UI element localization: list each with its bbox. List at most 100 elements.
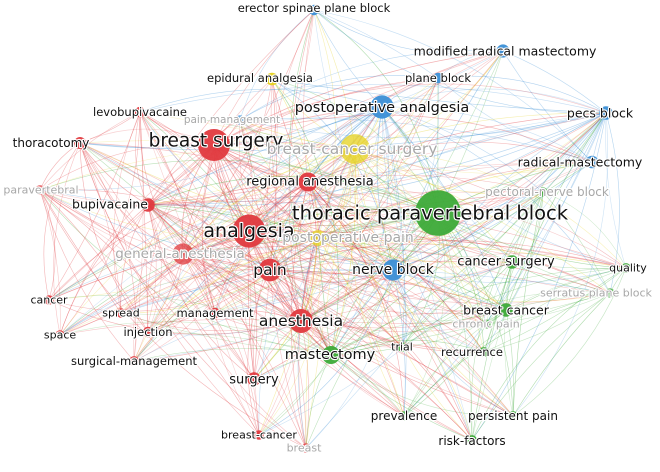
node-spread[interactable] [116,308,126,318]
network-link [133,181,309,362]
node-mastectomy[interactable] [322,346,340,364]
network-link [300,148,356,322]
network-link [39,189,122,314]
network-link [269,243,611,294]
network-link [483,261,513,353]
node-breast[interactable] [301,443,311,453]
node-space[interactable] [55,330,65,340]
node-plane-block[interactable] [432,72,444,84]
network-link [247,269,271,436]
node-breast-surgery[interactable] [198,129,230,161]
network-link [182,253,514,417]
network-link [401,261,513,348]
node-trial[interactable] [397,342,407,352]
network-link [147,269,271,333]
network-link [483,191,544,353]
network-link [182,253,332,356]
network-link [403,261,513,417]
network-link [300,77,439,322]
node-radical-mastectomy[interactable] [585,155,599,169]
network-link [258,237,321,436]
network-link [300,106,383,322]
network-link [182,9,315,255]
node-epidural-analgesia[interactable] [265,72,279,86]
node-pain[interactable] [258,258,282,282]
network-nodes [35,4,631,453]
node-nerve-block[interactable] [382,259,404,281]
network-link [139,111,271,271]
node-quality[interactable] [621,263,631,273]
node-bupivacaine[interactable] [141,198,155,212]
network-link [471,267,627,441]
network-link [147,237,319,333]
node-label-persistent-pain: persistent pain [468,409,558,423]
node-levobupivacaine[interactable] [134,106,146,118]
network-link [403,191,544,417]
node-regional-anesthesia[interactable] [298,172,318,192]
network-link [392,77,440,271]
network-link [213,144,394,271]
network-link [213,144,405,417]
network-link [502,50,593,163]
network-link [269,269,307,449]
node-thoracotomy[interactable] [74,137,86,149]
node-surgical-management[interactable] [129,356,139,366]
network-link [313,9,439,79]
node-pain-management[interactable] [235,115,245,125]
network-link [39,159,439,214]
node-persistent-pain[interactable] [508,411,518,421]
node-general-anesthesia[interactable] [172,243,194,265]
node-modified-radical-mastectomy[interactable] [496,44,510,58]
node-management[interactable] [209,307,221,319]
network-link [471,309,507,441]
network-link [147,204,403,348]
network-link [258,269,394,436]
network-link [239,75,439,121]
network-link [39,189,61,336]
node-cancer-surgery[interactable] [505,255,519,269]
network-link [213,50,504,146]
network-link [39,189,135,362]
network-link [330,320,487,356]
network-link [403,267,627,417]
node-thoracic-paravertebral-block[interactable] [415,190,461,236]
node-paravertebral[interactable] [35,185,45,195]
network-link [300,181,317,322]
network-link [300,320,405,417]
network-link [239,119,319,239]
node-chronic-pain[interactable] [481,319,491,329]
network-link [48,148,356,301]
network-link [133,144,215,362]
node-breast-cancer-surgery[interactable] [340,134,370,164]
node-risk-factors[interactable] [467,435,477,445]
network-link [376,106,394,271]
node-pectoral-nerve-block[interactable] [538,187,548,197]
node-anesthesia[interactable] [289,309,313,333]
node-recurrence[interactable] [479,347,489,357]
network-link [248,230,627,269]
node-postoperative-analgesia[interactable] [370,95,394,119]
network-link [403,212,446,417]
node-postoperative-pain[interactable] [310,230,326,246]
network-link [317,237,487,325]
node-pecs-block[interactable] [599,106,613,120]
network-link [392,269,611,294]
node-serratus-plane-block[interactable] [605,288,615,298]
node-label-epidural-analgesia: epidural analgesia [207,71,313,85]
network-link [307,181,611,294]
node-analgesia[interactable] [232,214,266,248]
node-prevalence[interactable] [399,411,409,421]
node-breast-cancer[interactable] [499,303,513,317]
node-label-breast: breast [287,442,323,455]
network-link [213,144,310,449]
node-erector-spinae-plane-block[interactable] [308,4,320,16]
node-breast-cancer-2[interactable] [254,430,264,440]
node-cancer[interactable] [44,295,54,305]
network-link [79,142,319,239]
network-link [39,145,356,191]
network-link [288,9,315,322]
node-surgery[interactable] [247,372,261,386]
node-injection[interactable] [142,326,154,338]
network-link [300,320,473,441]
